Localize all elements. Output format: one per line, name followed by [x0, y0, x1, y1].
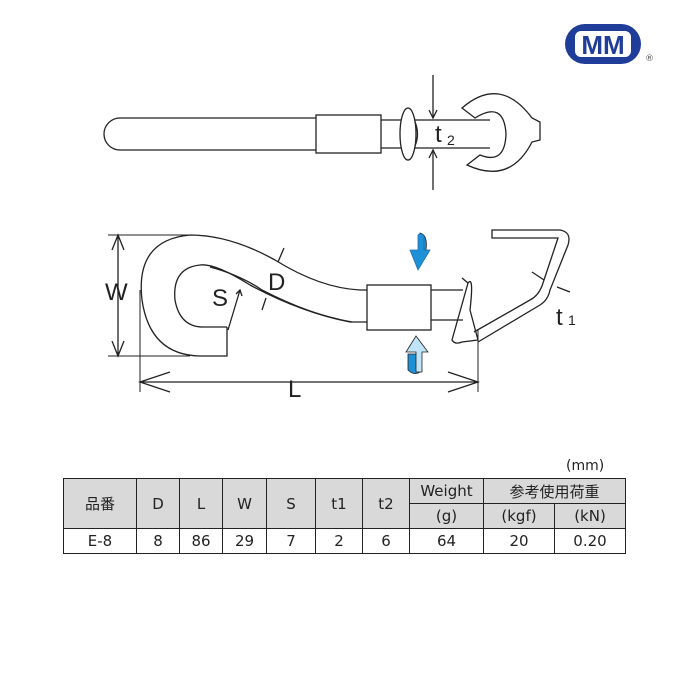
cell-weight: 64	[409, 528, 484, 554]
w-label: W	[105, 279, 128, 306]
header-load: 参考使用荷重	[483, 478, 626, 504]
d-label: D	[268, 269, 285, 296]
header-weight: Weight	[409, 478, 484, 504]
header-load-kn: (kN)	[554, 503, 626, 529]
rotate-arrow-up-icon	[405, 335, 429, 374]
svg-text:2: 2	[447, 132, 455, 148]
cell-kn: 0.20	[554, 528, 626, 554]
hook-diagram: t 2 W S D L t 1	[103, 75, 576, 403]
svg-text:t: t	[435, 121, 442, 148]
cell-kgf: 20	[483, 528, 555, 554]
t2-label: t 2	[435, 121, 455, 148]
rotate-arrow-down-icon	[409, 232, 431, 271]
cell-t1: 2	[315, 528, 363, 554]
header-t2: t2	[362, 478, 410, 529]
header-s: S	[266, 478, 316, 529]
table-row: E-8 8 86 29 7 2 6 64 20 0.20	[63, 528, 626, 554]
cell-part-no: E-8	[63, 528, 137, 554]
cell-w: 29	[222, 528, 267, 554]
cell-s: 7	[266, 528, 316, 554]
header-weight-unit: (g)	[409, 503, 484, 529]
t1-label: t	[556, 304, 563, 331]
brand-logo: MM	[563, 22, 643, 66]
spec-table: 品番 D L W S t1 t2 Weight 参考使用荷重 (g) (kgf)…	[63, 478, 626, 554]
top-view	[103, 75, 541, 190]
header-l: L	[179, 478, 223, 529]
header-t1: t1	[315, 478, 363, 529]
header-d: D	[136, 478, 180, 529]
l-label: L	[288, 376, 301, 403]
header-w: W	[222, 478, 267, 529]
cell-d: 8	[136, 528, 180, 554]
side-view	[108, 229, 571, 393]
logo-text: MM	[581, 30, 624, 60]
registered-mark: ®	[645, 54, 654, 64]
t1-sub-label: 1	[568, 312, 576, 328]
unit-label: (mm)	[566, 458, 605, 474]
cell-t2: 6	[362, 528, 410, 554]
s-label: S	[212, 285, 228, 312]
header-part-no: 品番	[63, 478, 137, 529]
cell-l: 86	[179, 528, 223, 554]
header-load-kgf: (kgf)	[483, 503, 555, 529]
